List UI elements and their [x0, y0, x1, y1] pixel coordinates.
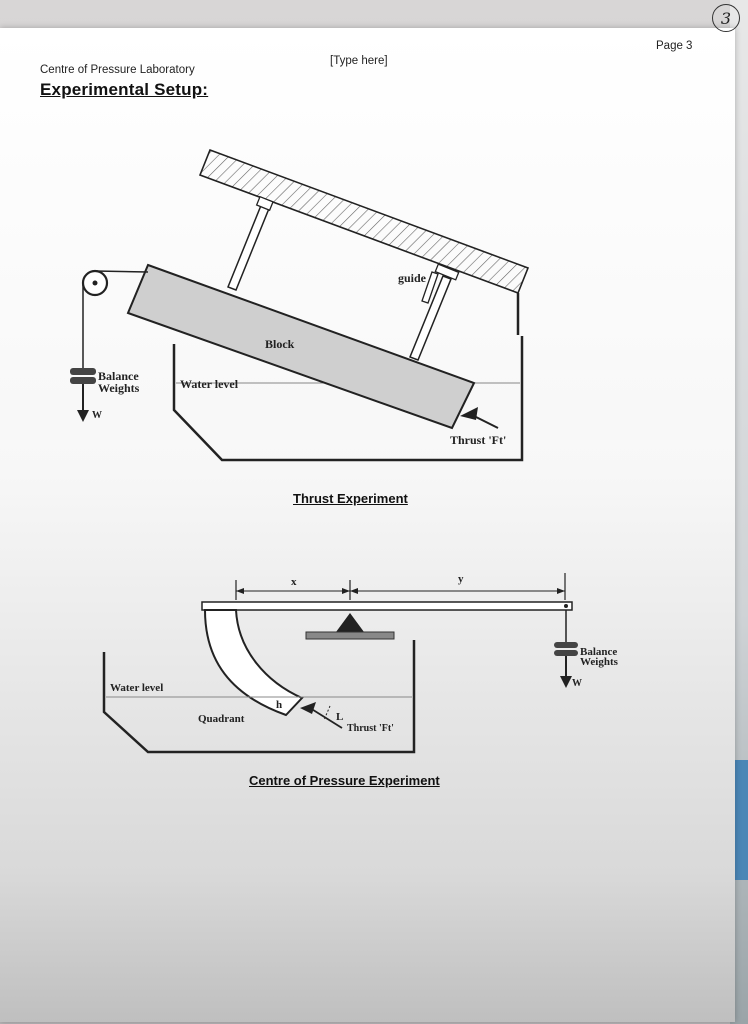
cord — [94, 270, 149, 273]
pivot-base — [305, 631, 395, 640]
h-label: h — [276, 699, 282, 711]
thrust-label-2: Thrust 'Ft' — [347, 723, 394, 734]
balance-weights-icon — [70, 368, 96, 384]
blue-object — [734, 760, 748, 880]
balance-weights-icon-2 — [554, 642, 578, 656]
page-label: Page 3 — [656, 40, 693, 52]
thrust-label: Thrust 'Ft' — [450, 433, 506, 447]
dimension-lines — [235, 573, 566, 600]
weight-symbol: W — [92, 410, 102, 421]
header-placeholder: [Type here] — [330, 55, 388, 67]
l-label: L — [336, 711, 343, 723]
cop-diagram: x y Balance Weights W Water level h L Qu… — [102, 573, 619, 754]
section-title: Experimental Setup: — [40, 80, 209, 99]
water-level-label: Water level — [180, 377, 239, 391]
balance-weights-label-3: Balance — [580, 646, 617, 658]
block-label: Block — [265, 337, 295, 351]
quadrant — [203, 609, 304, 717]
block — [126, 263, 476, 430]
quadrant-label: Quadrant — [198, 713, 245, 725]
weight-arrow-icon-2 — [560, 676, 572, 688]
balance-weights-label-4: Weights — [580, 656, 619, 668]
guide-rods — [227, 195, 460, 361]
y-label: y — [458, 573, 464, 585]
x-label: x — [291, 576, 297, 588]
document-page — [0, 28, 735, 1022]
thrust-arrow-icon-2 — [300, 702, 316, 714]
balance-beam — [201, 601, 573, 611]
thrust-diagram: Block guide Balance Weights W Water leve… — [70, 148, 530, 462]
cop-tank — [102, 640, 416, 754]
cop-caption: Centre of Pressure Experiment — [249, 773, 440, 788]
weight-arrow-icon — [77, 410, 89, 422]
guide-label: guide — [398, 271, 427, 285]
balance-weights-label-2: Weights — [98, 381, 140, 395]
circled-page-number: 3 — [712, 4, 740, 32]
weight-symbol-2: W — [572, 678, 582, 689]
water-level-label-2: Water level — [110, 682, 163, 694]
lab-name: Centre of Pressure Laboratory — [40, 64, 195, 76]
pivot-icon — [336, 613, 364, 632]
thrust-caption: Thrust Experiment — [293, 491, 408, 506]
thrust-arrow-icon — [460, 407, 478, 420]
hatched-support — [198, 148, 530, 295]
thrust-tank — [172, 336, 524, 462]
balance-weights-label: Balance — [98, 369, 139, 383]
